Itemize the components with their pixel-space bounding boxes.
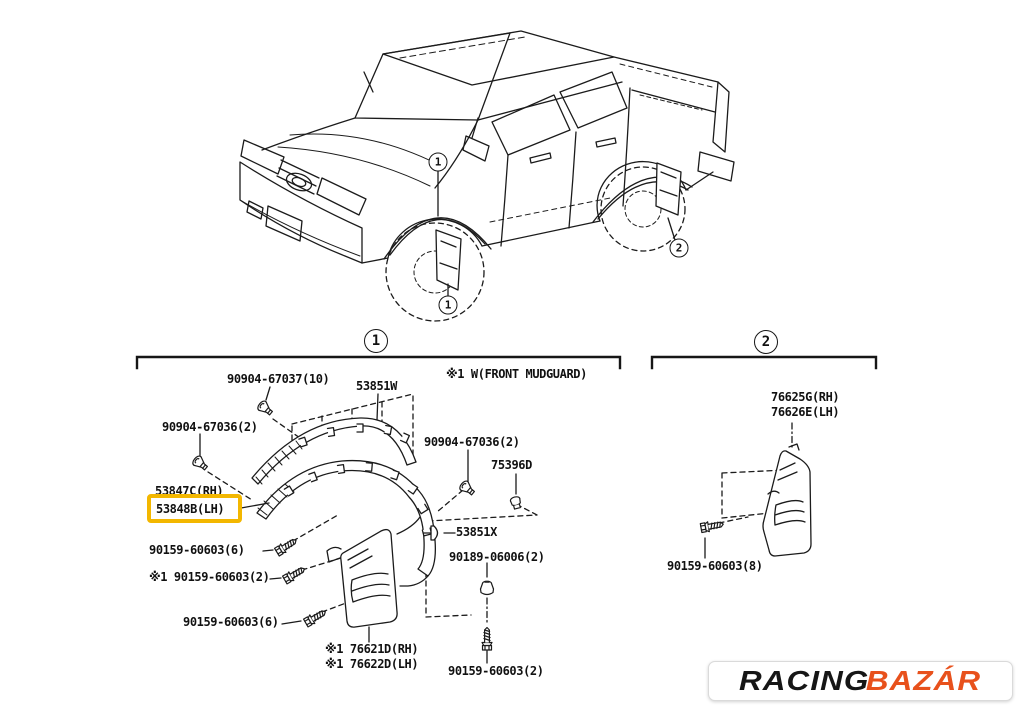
label-molding-lh-highlighted: 53848B(LH): [156, 502, 225, 516]
label-retainer-75396d: 75396D: [491, 458, 532, 472]
label-clip-90904-67037: 90904-67037(10): [227, 372, 330, 386]
label-nut-90189-06006: 90189-06006(2): [449, 550, 545, 564]
label-mudguard-front-lh: ※1 76622D(LH): [325, 657, 419, 671]
section2-art: [699, 422, 812, 559]
label-mudguard-rear-rh: 76625G(RH): [771, 390, 840, 404]
truck-callout-front-fender: 1: [428, 152, 448, 172]
label-screw-90159-60603-2a: ※1 90159-60603(2): [149, 570, 270, 584]
label-retainer-53851x: 53851X: [456, 525, 497, 539]
label-molding-53851w: 53851W: [356, 379, 397, 393]
section1-number-circle: 1: [364, 329, 388, 353]
label-screw-90159-60603-8: 90159-60603(8): [667, 559, 763, 573]
label-screw-90159-60603-6a: 90159-60603(6): [149, 543, 245, 557]
label-clip-90904-67036-right: 90904-67036(2): [424, 435, 520, 449]
logo-word-racing: RACING: [739, 665, 870, 696]
label-mudguard-front-rh: ※1 76621D(RH): [325, 642, 419, 656]
logo-word-bazar: BAZÁR: [865, 665, 981, 696]
truck-callout-rear-mudguard: 2: [669, 238, 689, 258]
section-brackets: [135, 355, 878, 370]
racing-bazar-logo: RACING BAZÁR: [708, 661, 1013, 701]
section1-art: [190, 386, 538, 664]
label-screw-90159-60603-6b: 90159-60603(6): [183, 615, 279, 629]
truck-callout-front-mudguard: 1: [438, 295, 458, 315]
label-clip-90904-67036-left: 90904-67036(2): [162, 420, 258, 434]
label-mudguard-rear-lh: 76626E(LH): [771, 405, 840, 419]
label-screw-90159-60603-2b: 90159-60603(2): [448, 664, 544, 678]
section2-number-circle: 2: [754, 330, 778, 354]
truck-drawing: [239, 30, 735, 322]
highlight-box: [147, 494, 242, 523]
note-front-mudguard: ※1 W(FRONT MUDGUARD): [446, 367, 587, 381]
